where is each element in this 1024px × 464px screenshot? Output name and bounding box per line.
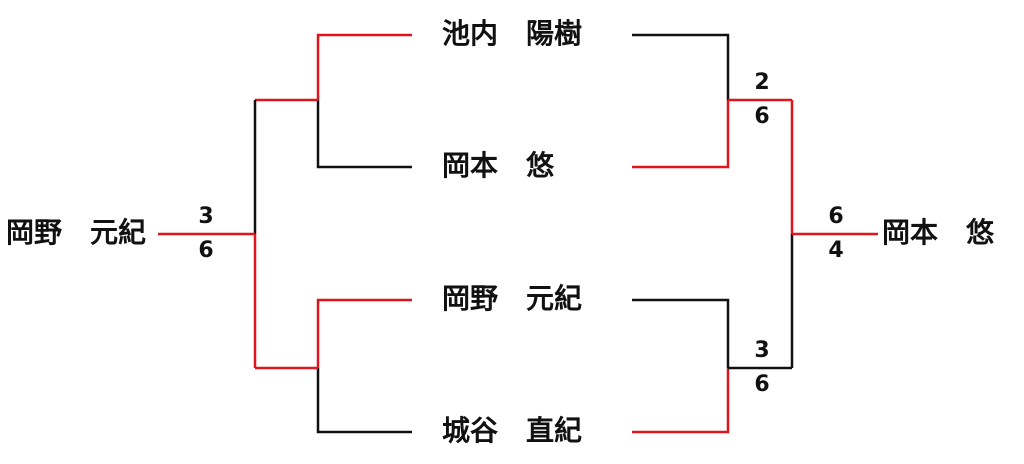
- score-semi-bottom-upper: 3: [754, 338, 770, 363]
- score-final-left-top: 3: [198, 204, 214, 229]
- score-final-right-bottom: 4: [828, 238, 844, 263]
- player-okamoto: 岡本 悠: [442, 149, 555, 182]
- line-okano-left: [316, 298, 412, 368]
- line-okamoto-left: [316, 100, 412, 169]
- score-semi-bottom-lower: 6: [754, 372, 770, 397]
- score-final-right-top: 6: [828, 204, 844, 229]
- line-shiroya-right: [632, 368, 730, 434]
- score-semi-top-lower: 6: [754, 104, 770, 129]
- line-shiroya-left: [316, 368, 412, 434]
- score-final-left-bottom: 6: [198, 238, 214, 263]
- player-shiroya: 城谷 直紀: [442, 414, 583, 447]
- champion-right: 岡本 悠: [882, 216, 995, 249]
- line-okamoto-right: [632, 100, 730, 169]
- player-okano: 岡野 元紀: [442, 282, 583, 315]
- line-ikeuchi-left: [316, 33, 412, 100]
- line-okano-right: [632, 298, 730, 368]
- line-ikeuchi-right: [632, 33, 730, 100]
- player-ikeuchi: 池内 陽樹: [442, 17, 583, 50]
- score-semi-top-upper: 2: [754, 70, 770, 95]
- champion-left: 岡野 元紀: [6, 216, 147, 249]
